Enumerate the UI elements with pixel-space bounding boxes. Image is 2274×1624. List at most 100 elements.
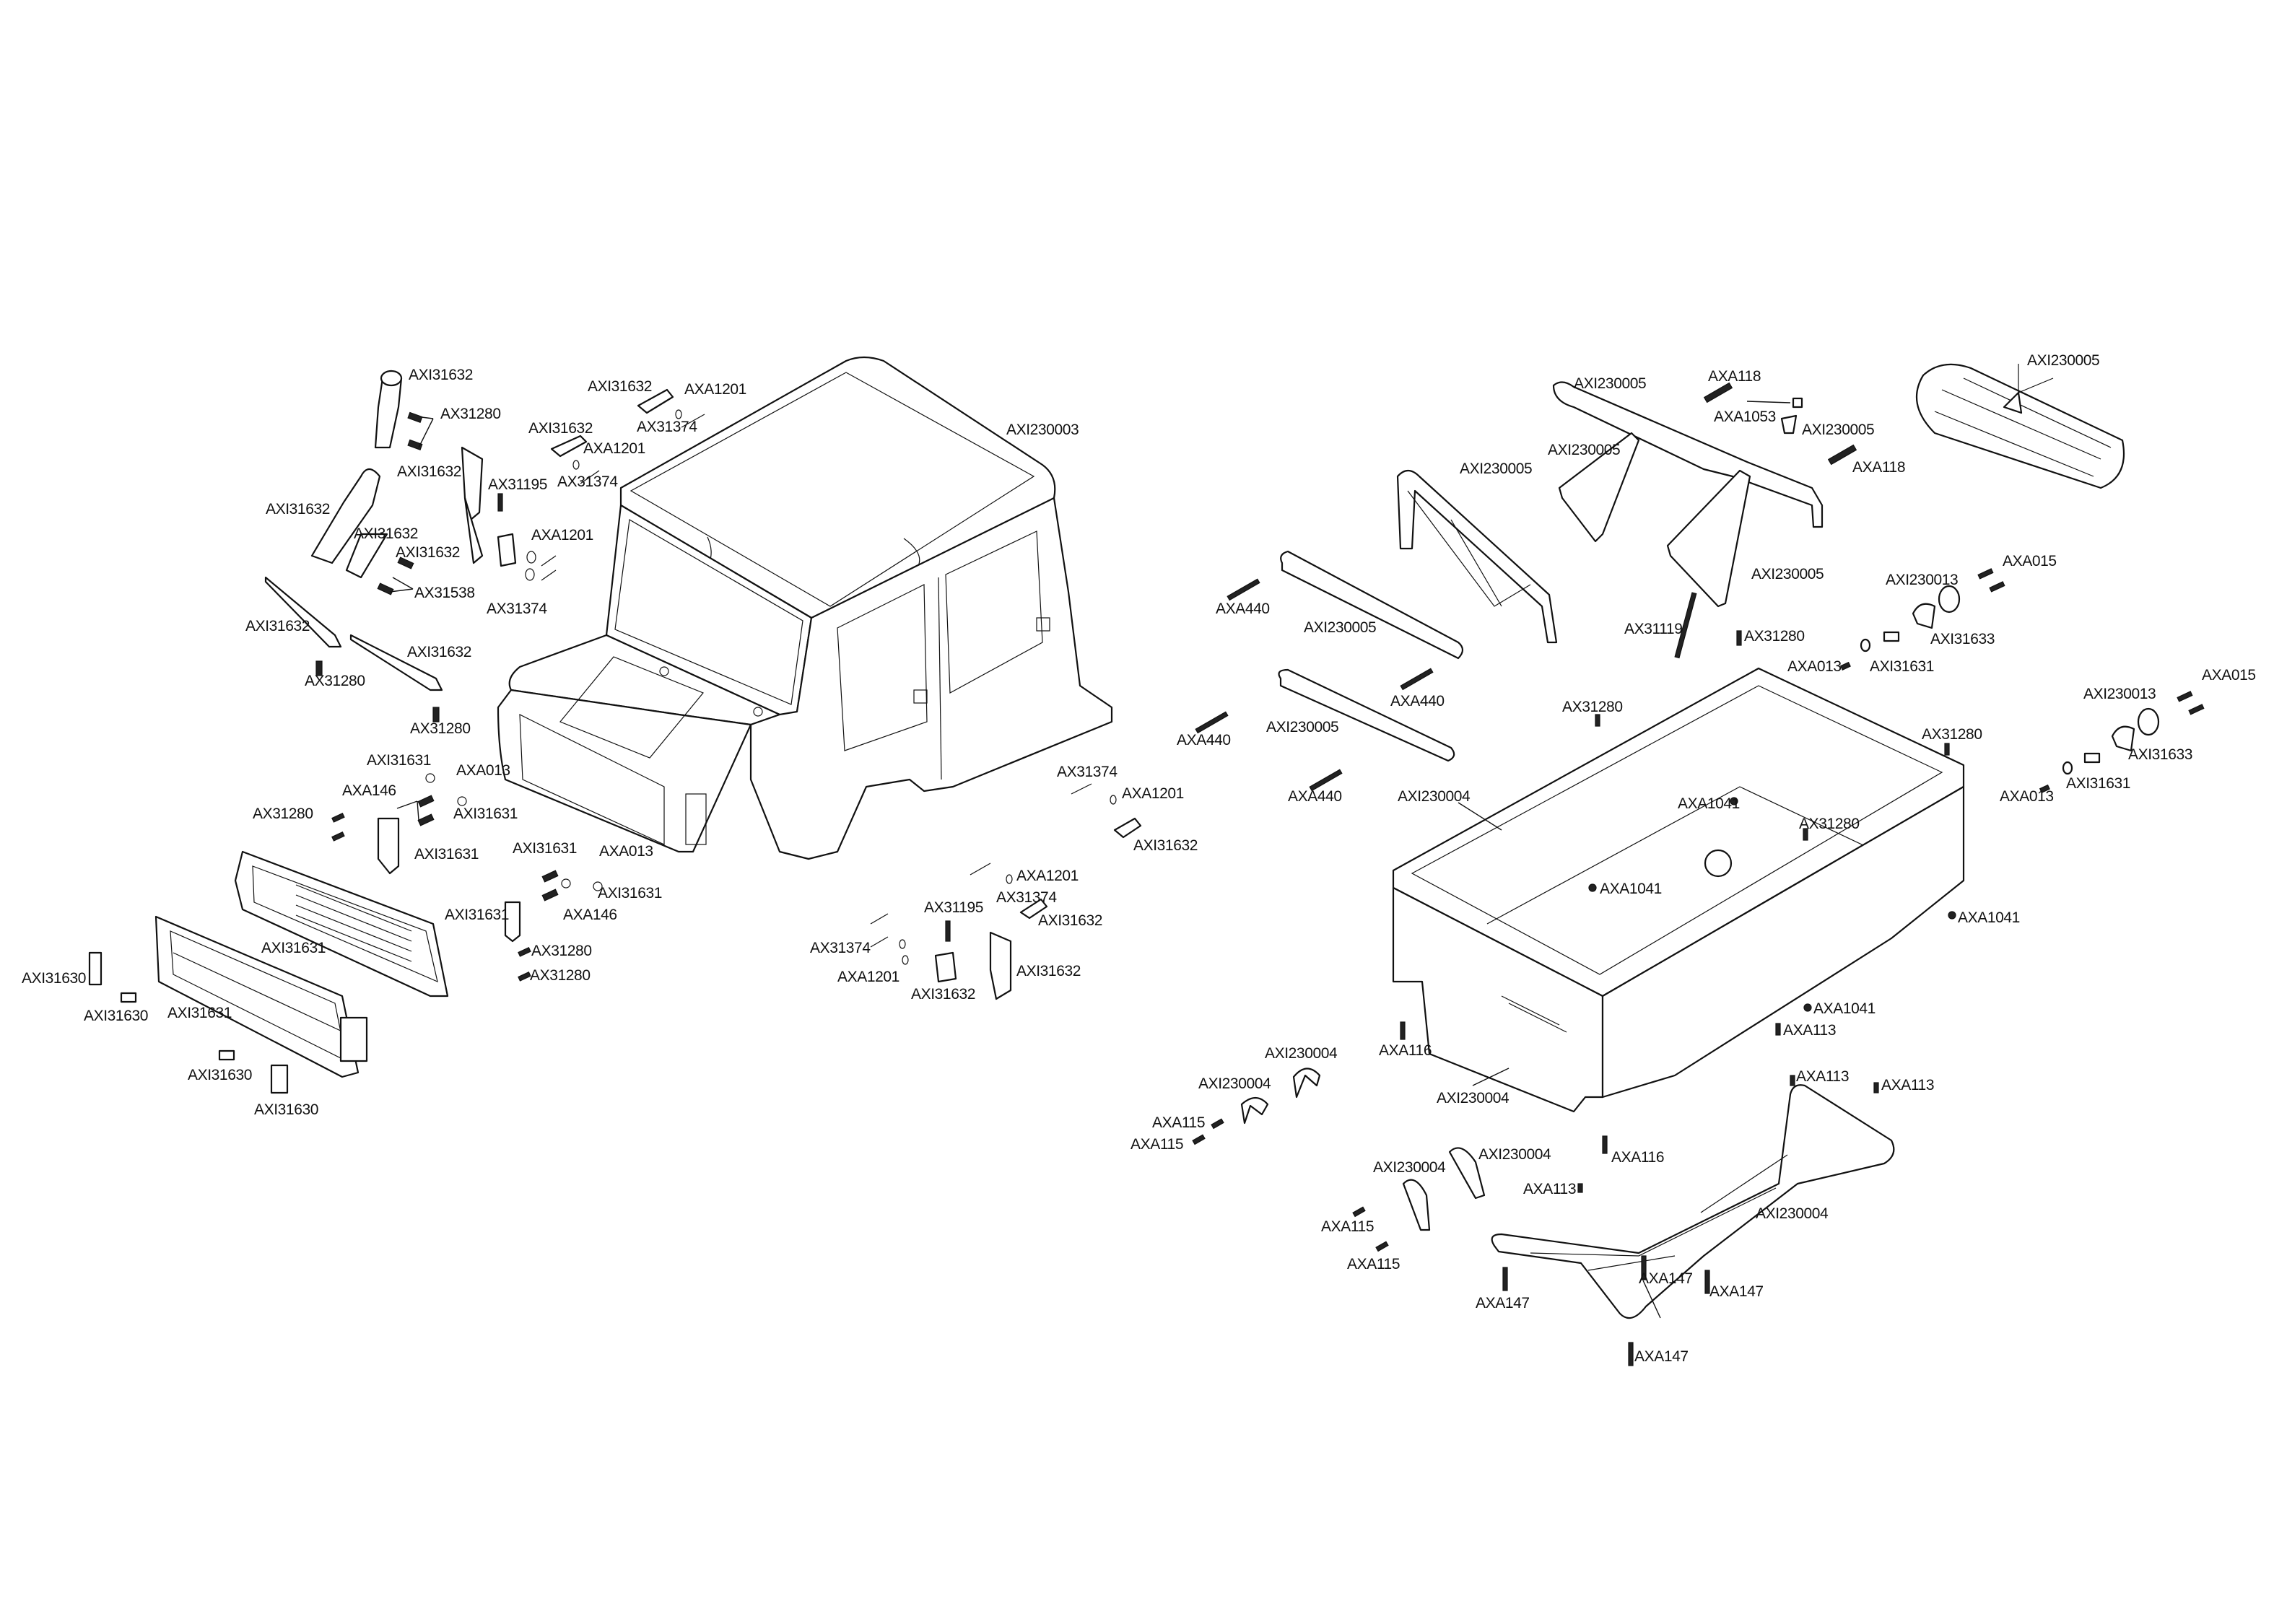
snorkel-parts[interactable] [310,370,434,595]
part-label: AXI230004 [1437,1090,1510,1106]
part-label: AX31280 [1799,816,1860,832]
part-label: AXA118 [1852,459,1905,476]
part-label: AXI230005 [1574,375,1646,392]
part-label: AXI31632 [1133,837,1198,854]
part-label: AXI230005 [1751,566,1824,582]
part-label: AX31374 [487,601,547,617]
part-label: AXI31631 [367,752,431,769]
spare-tire[interactable] [1915,363,2125,489]
bed-brackets[interactable] [1192,1068,1486,1252]
left-mirror[interactable] [461,446,557,581]
part-label: AXI31632 [354,525,418,542]
part-label: AXA147 [1476,1295,1530,1311]
part-label: AXA013 [2000,788,2054,805]
part-label: AXI230004 [1398,788,1471,805]
part-label: AXA440 [1390,693,1445,710]
part-label: AXI230004 [1198,1075,1271,1092]
part-label: AXA1041 [1678,795,1740,812]
part-label: AXI230003 [1006,422,1079,438]
part-label: AXI31632 [266,501,330,518]
part-label: AXI31633 [2128,746,2192,763]
part-label: AXI230005 [1802,422,1874,438]
part-label: AXI230005 [2027,352,2099,369]
part-label: AX31280 [530,967,591,984]
part-label: AXI230004 [1756,1205,1829,1222]
part-label: AXI31632 [588,378,652,395]
part-label: AXA1041 [1600,881,1662,897]
grille-caps[interactable] [88,951,289,1094]
part-label: AXI230004 [1478,1146,1551,1163]
part-label: AXA013 [599,843,653,860]
part-label: AXA146 [342,782,396,799]
outer-grille[interactable] [154,915,368,1078]
part-label: AXA116 [1611,1149,1664,1166]
part-label: AXI31632 [1038,912,1102,929]
part-label: AX31195 [488,476,547,493]
part-label: AXA1201 [837,969,899,985]
part-label: AXI31632 [407,644,471,660]
part-label: AX31280 [1922,726,1982,743]
part-label: AXA015 [2202,667,2256,684]
part-label: AX31280 [305,673,365,689]
part-label: AX31280 [440,406,501,422]
part-label: AXA115 [1152,1114,1205,1131]
part-label: AX31280 [1562,699,1623,715]
part-label: AXA118 [1708,368,1761,385]
part-label: AXA013 [456,762,510,779]
part-label: AX31280 [410,720,471,737]
part-label: AX31374 [557,473,618,490]
part-label: AXA115 [1321,1218,1374,1235]
part-label: AXI230005 [1460,460,1532,477]
part-label: AXA1053 [1714,409,1776,425]
part-label: AX31374 [996,889,1057,906]
rollbar[interactable] [1396,381,1857,659]
left-door-handles[interactable] [550,388,705,484]
part-label: AX31280 [1744,628,1805,645]
part-label: AXI230004 [1265,1045,1338,1062]
part-label: AX31374 [810,940,871,956]
part-label: AX31195 [924,899,983,916]
inner-grille[interactable] [234,850,449,997]
part-label: AX31280 [253,806,313,822]
wipers[interactable] [264,576,443,722]
part-label: AXA147 [1709,1283,1764,1300]
taillight-assembly-2[interactable] [2039,691,2205,793]
cab-body[interactable] [497,356,1113,860]
right-door-parts[interactable] [870,783,1142,1000]
part-label: AXA113 [1523,1181,1576,1197]
part-label: AXI31631 [445,907,509,923]
part-label: AXA1201 [1016,868,1079,884]
part-label: AXI31632 [396,544,460,561]
part-label: AXI31631 [167,1005,232,1021]
part-label: AXI31631 [261,940,326,956]
part-label: AXA013 [1787,658,1842,675]
grille-brackets[interactable] [331,773,603,982]
part-label: AXI31630 [254,1101,318,1118]
part-label: AX31374 [637,419,697,435]
part-label: AXI230004 [1373,1159,1446,1176]
part-label: AXI31631 [598,885,662,902]
part-label: AXA115 [1131,1136,1183,1153]
part-label: AXA1041 [1813,1000,1876,1017]
part-label: AXA1041 [1958,909,2020,926]
part-label: AXI31633 [1930,631,1995,647]
part-label: AX31280 [531,943,592,959]
part-label: AXA440 [1216,601,1270,617]
part-label: AXI230005 [1304,619,1376,636]
part-label: AXA146 [563,907,617,923]
part-label: AXI230005 [1548,442,1620,458]
part-label: AX31374 [1057,764,1118,780]
part-label: AXI31632 [245,618,310,634]
part-label: AXA113 [1881,1077,1934,1093]
part-label: AXA116 [1379,1042,1432,1059]
bed-frame[interactable] [1491,1075,1895,1366]
part-label: AXI31631 [513,840,577,857]
part-label: AXI230013 [2083,686,2156,702]
truck-bed[interactable] [1392,667,1965,1154]
part-label: AXI31632 [409,367,473,383]
rollbar-links[interactable] [1195,550,1464,792]
part-label: AXA1201 [1122,785,1184,802]
part-label: AXI31631 [453,806,518,822]
taillight-assembly-1[interactable] [1839,568,2005,671]
